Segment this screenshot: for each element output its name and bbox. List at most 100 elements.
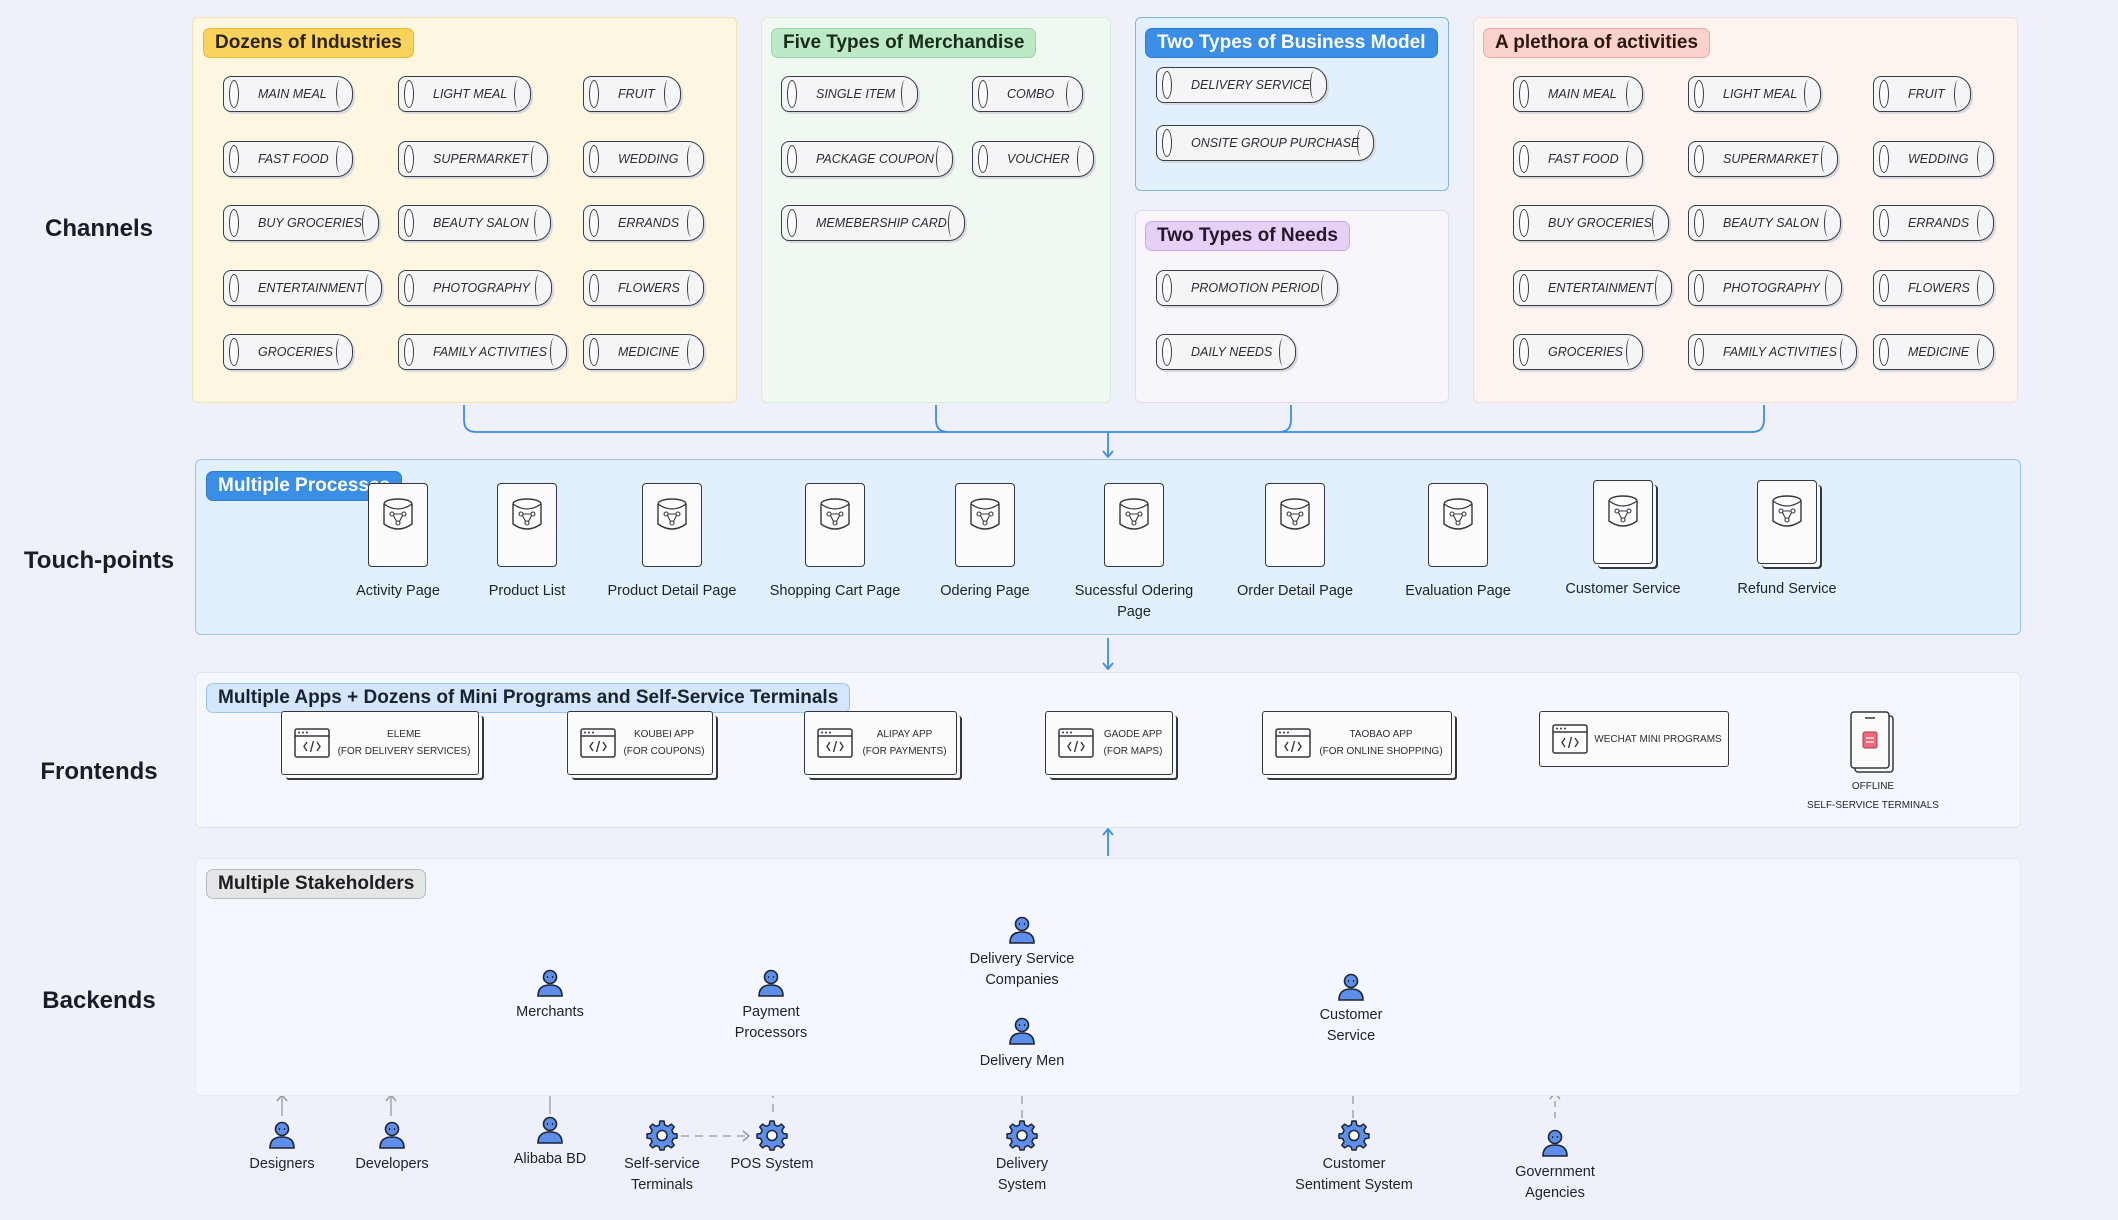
terminal-sublabel: SELF-SERVICE TERMINALS [1807,800,1939,811]
frontend-app-gaode: GAODE APP (FOR MAPS) [1045,711,1173,775]
industry-tag: WEDDING [583,141,704,177]
database-icon [1438,494,1478,539]
page-icon [368,483,428,567]
frontend-wechat-mini-programs: WECHAT MINI PROGRAMS [1539,711,1729,767]
needs-tag: DAILY NEEDS [1156,334,1296,370]
database-icon [378,494,418,539]
activity-tag: MEDICINE [1873,334,1994,370]
needs-tag: PROMOTION PERIOD [1156,270,1338,306]
industry-tag: FRUIT [583,76,681,112]
touchpoint-label: Order Detail Page [1236,583,1354,599]
activity-tag: FLOWERS [1873,270,1994,306]
stakeholder-label: Customer Service [1319,1007,1383,1044]
industry-tag: BEAUTY SALON [398,205,551,241]
code-window-icon [1275,728,1311,758]
industry-tag: PHOTOGRAPHY [398,270,552,306]
page-icon [1104,483,1164,567]
backends-title: Multiple Stakeholders [206,869,427,899]
database-icon [1603,491,1643,536]
stakeholder-label: POS System [730,1156,814,1172]
gear-icon [646,1119,678,1151]
frontend-app-taobao: TAOBAO APP (FOR ONLINE SHOPPING) [1262,711,1452,775]
person-icon [535,1115,565,1145]
activity-tag: FRUIT [1873,76,1971,112]
touchpoint-label: Refund Service [1737,581,1837,597]
merchandise-tag: SINGLE ITEM [781,76,918,112]
stakeholder-label: Alibaba BD [513,1151,587,1167]
channels-merge-bracket [463,405,1765,433]
person-icon [1007,915,1037,945]
touchpoint-label: Odering Page [940,583,1030,599]
touchpoint-label: Evaluation Page [1405,583,1511,599]
stakeholder-label: Merchants [516,1004,584,1020]
app-name: TAOBAO APP [1349,729,1413,740]
business-model-tag: ONSITE GROUP PURCHASE [1156,125,1374,161]
stakeholder-label: Delivery Men [979,1053,1065,1069]
stakeholder-label: Delivery System [995,1156,1049,1193]
gear-icon [756,1119,788,1151]
merchandise-tag: PACKAGE COUPON [781,141,953,177]
stakeholder-label: Payment Processors [734,1004,808,1041]
page-icon [1428,483,1488,567]
activity-tag: FAST FOOD [1513,141,1643,177]
gear-icon [1338,1119,1370,1151]
industry-tag: ENTERTAINMENT [223,270,382,306]
industry-tag: BUY GROCERIES [223,205,379,241]
merchandise-tag: MEMEBERSHIP CARD [781,205,965,241]
app-purpose: (FOR MAPS) [1103,746,1163,757]
frontends-title: Multiple Apps + Dozens of Mini Programs … [206,683,851,713]
activity-tag: ERRANDS [1873,205,1994,241]
row-label-frontends: Frontends [40,758,158,785]
stakeholder-label: Designers [249,1156,315,1172]
app-purpose: (FOR ONLINE SHOPPING) [1319,746,1443,757]
activity-tag: MAIN MEAL [1513,76,1643,112]
person-icon [1336,972,1366,1002]
merchandise-tag: VOUCHER [972,141,1094,177]
industry-tag: SUPERMARKET [398,141,548,177]
frontend-app-eleme: ELEME(FOR DELIVERY SERVICES) [281,711,479,775]
person-icon [1007,1016,1037,1046]
person-icon [756,968,786,998]
backends-panel [195,858,2021,1096]
database-icon [965,494,1005,539]
activity-tag: WEDDING [1873,141,1994,177]
person-icon [535,968,565,998]
page-icon [497,483,557,567]
app-name: GAODE APP [1103,729,1163,740]
gear-icon [1006,1119,1038,1151]
touchpoint-label: Customer Service [1565,581,1681,597]
terminal-label: OFFLINE [1851,781,1895,792]
self-service-terminal-icon [1850,711,1894,773]
industries-title: Dozens of Industries [203,28,414,58]
database-icon [815,494,855,539]
activity-tag: LIGHT MEAL [1688,76,1821,112]
stakeholder-label: Customer Sentiment System [1295,1156,1413,1193]
page-icon [805,483,865,567]
industry-tag: FAST FOOD [223,141,353,177]
page-icon [642,483,702,567]
stakeholder-label: Self-service Terminals [624,1156,700,1193]
app-name: KOUBEI APP [633,729,695,740]
needs-connector [1278,405,1292,433]
code-window-icon [817,728,853,758]
app-name: WECHAT MINI PROGRAMS [1594,733,1722,745]
activities-title: A plethora of activities [1483,28,1711,58]
person-icon [267,1120,297,1150]
stakeholder-label: Developers [355,1156,429,1172]
needs-title: Two Types of Needs [1145,221,1350,251]
activity-tag: FAMILY ACTIVITIES [1688,334,1857,370]
industry-tag: LIGHT MEAL [398,76,531,112]
app-purpose: (FOR DELIVERY SERVICES) [337,746,471,757]
app-purpose: (FOR PAYMENTS) [862,746,947,757]
app-name: ALIPAY APP [876,729,933,740]
code-window-icon [1552,724,1588,754]
row-label-touchpoints: Touch-points [23,547,175,574]
touchpoint-label: Activity Page [356,583,440,599]
touchpoint-label: Product List [488,583,566,599]
industry-tag: MEDICINE [583,334,704,370]
activity-tag: PHOTOGRAPHY [1688,270,1842,306]
frontend-app-koubei: KOUBEI APP(FOR COUPONS) [567,711,713,775]
database-icon [1114,494,1154,539]
merchandise-title: Five Types of Merchandise [771,28,1037,58]
